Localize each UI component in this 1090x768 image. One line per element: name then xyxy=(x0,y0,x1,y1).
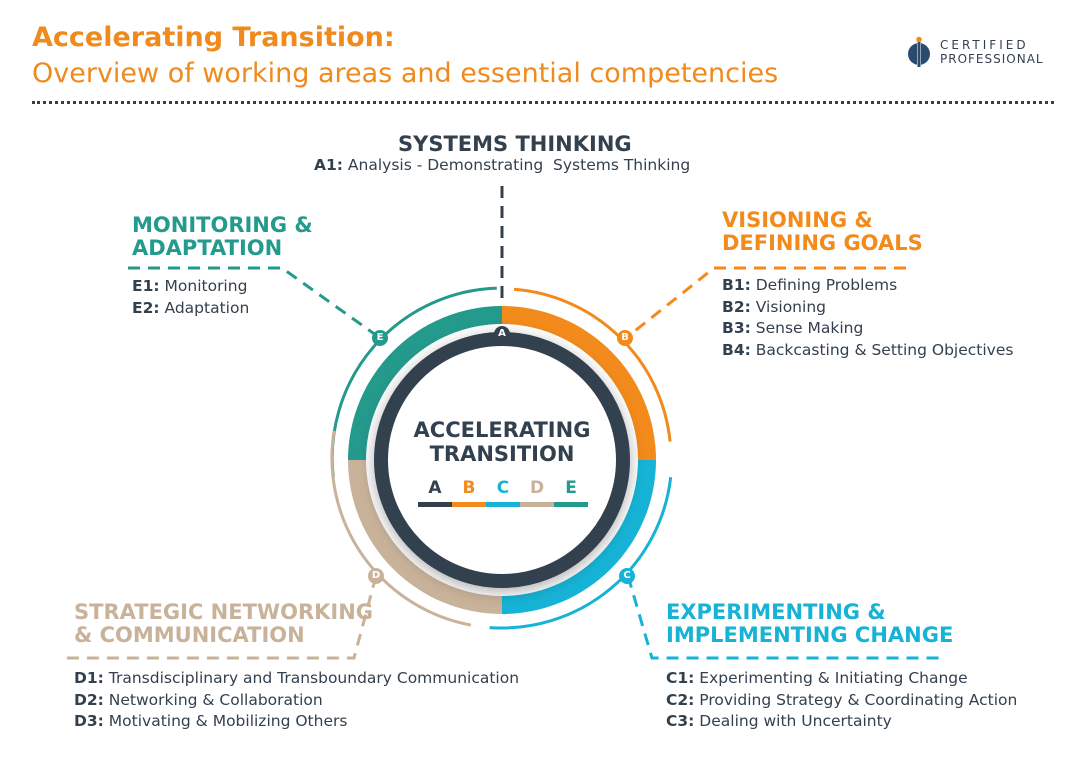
legend-bar-e xyxy=(554,502,588,507)
page-subtitle: Overview of working areas and essential … xyxy=(32,58,779,89)
legend-letter-b: B xyxy=(462,478,476,498)
outer-arc-c xyxy=(489,477,673,630)
marker-a xyxy=(494,326,510,342)
certified-professional-logo: CERTIFIED PROFESSIONAL xyxy=(906,36,1056,74)
list-item-e1: E1: Monitoring xyxy=(132,277,248,295)
logo-mark-icon xyxy=(908,36,930,68)
legend-bar-b xyxy=(452,502,486,507)
list-item-b4: B4: Backcasting & Setting Objectives xyxy=(722,340,1014,359)
list-b: B1: Defining Problems B2: Visioning B3: … xyxy=(722,275,1013,361)
ring-segment-d xyxy=(348,460,502,614)
legend-letter-a: A xyxy=(428,478,442,498)
heading-strategic-networking: STRATEGIC NETWORKING & COMMUNICATION xyxy=(74,600,374,647)
list-item-a1: A1: Analysis - Demonstrating Systems Thi… xyxy=(314,156,691,174)
marker-a-label: A xyxy=(498,328,506,339)
logo-line-certified: CERTIFIED xyxy=(940,38,1029,52)
list-c: C1: Experimenting & Initiating Change C2… xyxy=(666,668,1017,733)
list-item-e2: E2: Adaptation xyxy=(132,298,250,317)
legend-letter-e: E xyxy=(565,478,577,498)
ring-segment-b xyxy=(502,306,656,460)
center-title: ACCELERATING TRANSITION xyxy=(413,418,591,466)
list-item-c3: C3: Dealing with Uncertainty xyxy=(666,712,892,730)
heading-monitoring-adaptation: MONITORING & ADAPTATION xyxy=(132,213,313,260)
marker-b xyxy=(617,330,633,346)
heading-visioning-goals: VISIONING & DEFINING GOALS xyxy=(722,208,923,255)
outer-arc-d xyxy=(330,430,472,627)
list-item-c2: C2: Providing Strategy & Coordinating Ac… xyxy=(666,690,1018,709)
ring-segment-e xyxy=(348,306,502,460)
list-e: E1: Monitoring E2: Adaptation xyxy=(132,276,249,319)
list-item-d1: D1: Transdisciplinary and Transboundary … xyxy=(74,669,520,687)
legend-bar-d xyxy=(520,502,554,507)
connector-d xyxy=(62,575,378,660)
legend-letter-d: D xyxy=(529,478,545,498)
list-item-b3: B3: Sense Making xyxy=(722,319,864,337)
center-disc xyxy=(375,333,629,587)
legend-letter-c: C xyxy=(496,478,510,498)
marker-c xyxy=(619,568,635,584)
marker-e-label: E xyxy=(376,332,384,343)
marker-b-label: B xyxy=(621,332,629,343)
list-item-b1: B1: Defining Problems xyxy=(722,276,898,294)
connector-e xyxy=(128,266,381,340)
marker-d-label: D xyxy=(371,570,381,581)
logo-line-professional: PROFESSIONAL xyxy=(940,52,1044,66)
heading-experimenting-change: EXPERIMENTING & IMPLEMENTING CHANGE xyxy=(666,600,954,647)
list-item-b2: B2: Visioning xyxy=(722,297,826,316)
legend-bar-c xyxy=(486,502,520,507)
list-item-c1: C1: Experimenting & Initiating Change xyxy=(666,669,968,687)
list-item-d3: D3: Motivating & Mobilizing Others xyxy=(74,712,348,730)
page-title: Accelerating Transition: xyxy=(32,22,395,53)
ring-segment-c xyxy=(502,460,656,614)
marker-e xyxy=(372,330,388,346)
dotted-divider xyxy=(32,101,1054,104)
legend-bar-a xyxy=(418,502,452,507)
connector-b xyxy=(625,266,906,340)
heading-systems-thinking: SYSTEMS THINKING xyxy=(398,132,632,156)
list-item-d2: D2: Networking & Collaboration xyxy=(74,690,323,709)
list-d: D1: Transdisciplinary and Transboundary … xyxy=(74,668,519,733)
connector-c xyxy=(626,575,942,660)
marker-c-label: C xyxy=(623,570,631,581)
marker-d xyxy=(368,568,384,584)
list-a: A1: Analysis - Demonstrating Systems Thi… xyxy=(314,155,690,177)
